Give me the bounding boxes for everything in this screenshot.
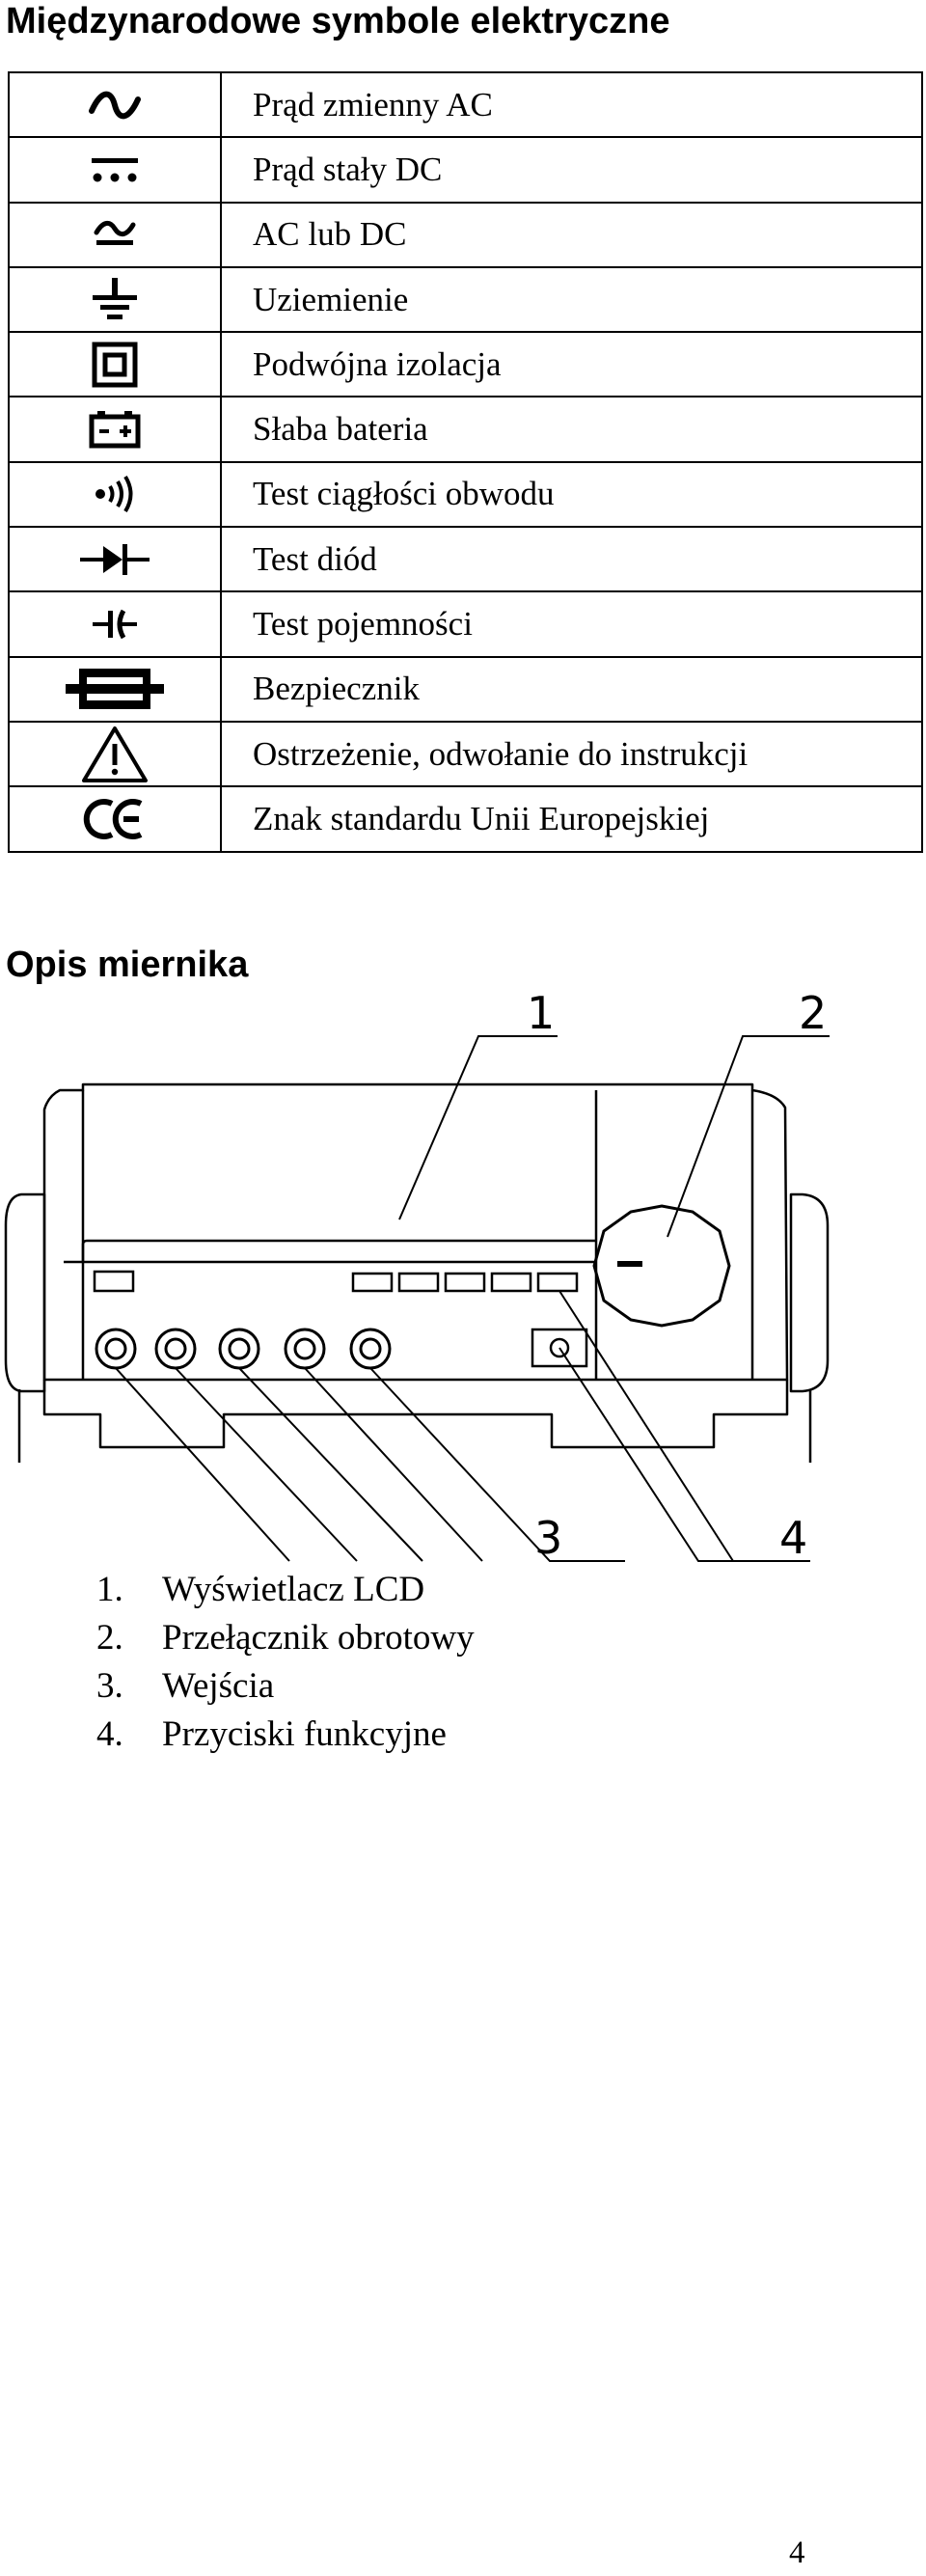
symbol-label: Prąd zmienny AC	[220, 70, 923, 139]
warning-icon	[8, 720, 222, 788]
symbol-label: Uziemienie	[220, 265, 923, 334]
ground-icon	[8, 265, 222, 334]
symbol-label: Test pojemności	[220, 590, 923, 658]
symbol-label: Test diód	[220, 526, 923, 593]
ce-mark-icon	[8, 785, 222, 853]
symbol-label: Prąd stały DC	[220, 136, 923, 204]
symbol-label: Ostrzeżenie, odwołanie do instrukcji	[220, 720, 923, 788]
input-jacks	[95, 1328, 392, 1370]
callout-4: 4	[779, 1512, 807, 1564]
meter-base	[42, 1380, 789, 1449]
callout-lines	[115, 1035, 830, 1562]
list-label: Przełącznik obrotowy	[162, 1618, 475, 1658]
table-row: Słaba bateria	[8, 396, 923, 463]
list-item: 4. Przyciski funkcyjne	[96, 1711, 475, 1759]
section-title-meter: Opis miernika	[6, 945, 249, 985]
dc-current-icon	[8, 136, 222, 204]
symbol-label: Słaba bateria	[220, 396, 923, 463]
continuity-icon	[8, 460, 222, 529]
list-label: Wejścia	[162, 1666, 275, 1706]
callout-3: 3	[534, 1512, 562, 1564]
callout-1: 1	[527, 994, 555, 1039]
list-number: 2.	[96, 1618, 123, 1658]
section-title-symbols: Międzynarodowe symbole elektryczne	[6, 1, 670, 41]
callout-2: 2	[799, 994, 827, 1039]
function-button-small	[549, 1337, 570, 1358]
table-row: Test ciągłości obwodu	[8, 460, 923, 529]
page-number: 4	[789, 2535, 805, 2570]
list-item: 2. Przełącznik obrotowy	[96, 1614, 475, 1662]
double-insulation-icon	[8, 331, 222, 398]
list-item: 1. Wyświetlacz LCD	[96, 1566, 475, 1614]
right-knob	[789, 1192, 830, 1393]
list-number: 4.	[96, 1714, 123, 1754]
list-label: Przyciski funkcyjne	[162, 1714, 447, 1754]
ac-current-icon	[8, 70, 222, 139]
meter-diagram: 1 2 3 4	[4, 994, 830, 1564]
symbol-label: AC lub DC	[220, 201, 923, 268]
table-row: Test pojemności	[8, 590, 923, 658]
table-row: Prąd zmienny AC	[8, 70, 923, 139]
symbol-label: Bezpiecznik	[220, 655, 923, 723]
lcd-indicator	[93, 1270, 135, 1293]
symbols-table: Prąd zmienny AC Prąd stały DC AC lub DC …	[8, 70, 923, 853]
ac-dc-icon	[8, 201, 222, 268]
capacitor-icon	[8, 590, 222, 658]
symbol-label: Podwójna izolacja	[220, 331, 923, 398]
list-number: 1.	[96, 1570, 123, 1609]
rotary-switch	[592, 1204, 731, 1328]
table-row: Bezpiecznik	[8, 655, 923, 723]
list-item: 3. Wejścia	[96, 1662, 475, 1711]
symbol-label: Znak standardu Unii Europejskiej	[220, 785, 923, 853]
table-row: Znak standardu Unii Europejskiej	[8, 785, 923, 853]
list-label: Wyświetlacz LCD	[162, 1570, 425, 1609]
table-row: Podwójna izolacja	[8, 331, 923, 398]
left-knob	[4, 1192, 46, 1393]
table-row: AC lub DC	[8, 201, 923, 268]
low-battery-icon	[8, 396, 222, 463]
diode-icon	[8, 526, 222, 593]
table-row: Uziemienie	[8, 265, 923, 334]
fuse-icon	[8, 655, 222, 723]
symbol-label: Test ciągłości obwodu	[220, 460, 923, 529]
parts-list: 1. Wyświetlacz LCD 2. Przełącznik obrotowy…	[96, 1566, 475, 1759]
function-buttons	[351, 1272, 588, 1368]
table-row: Test diód	[8, 526, 923, 593]
table-row: Prąd stały DC	[8, 136, 923, 204]
table-row: Ostrzeżenie, odwołanie do instrukcji	[8, 720, 923, 788]
list-number: 3.	[96, 1666, 123, 1706]
meter-body	[42, 1082, 789, 1382]
